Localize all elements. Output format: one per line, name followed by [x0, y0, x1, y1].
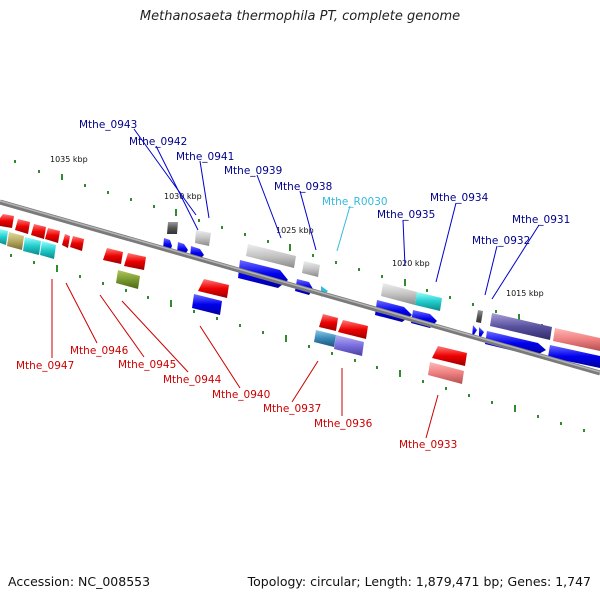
label-leader-lines — [51, 128, 540, 439]
gene-mthe-0941 — [195, 230, 211, 246]
gene-feature — [548, 345, 600, 368]
scale-label-1020: 1020 kbp — [392, 259, 430, 268]
gene-label-mthe-0941: Mthe_0941 — [176, 151, 234, 163]
scale-label-1035: 1035 kbp — [50, 155, 88, 164]
gene-labels-bottom: Mthe_0947 Mthe_0946 Mthe_0945 Mthe_0944 … — [16, 345, 457, 451]
gene-feature — [23, 237, 41, 255]
gene-mthe-0939 — [246, 244, 296, 268]
gene-label-mthe-0932: Mthe_0932 — [472, 235, 530, 247]
gene-mthe-0936 — [334, 335, 364, 356]
accession-text: Accession: NC_008553 — [8, 574, 151, 589]
tick-marks — [10, 160, 589, 432]
gene-feature — [428, 362, 464, 384]
gene-feature — [553, 328, 600, 351]
scale-label-1015: 1015 kbp — [506, 289, 544, 298]
gene-mthe-0944 — [116, 270, 140, 289]
gene-label-mthe-0931: Mthe_0931 — [512, 214, 570, 226]
gene-mthe-0931 — [490, 313, 552, 340]
gene-label-mthe-0945: Mthe_0945 — [118, 359, 176, 371]
gene-label-mthe-0934: Mthe_0934 — [430, 192, 489, 204]
gene-label-mthe-0939: Mthe_0939 — [224, 165, 282, 177]
gene-feature — [31, 224, 46, 239]
genome-backbone — [0, 199, 600, 376]
scale-label-1025: 1025 kbp — [276, 226, 314, 235]
gene-feature — [314, 330, 336, 347]
gene-label-mthe-0935: Mthe_0935 — [377, 209, 435, 221]
gene-label-mthe-0940: Mthe_0940 — [212, 389, 270, 401]
gene-feature — [485, 331, 546, 356]
gene-labels-top: Mthe_0943 Mthe_0942 Mthe_0941 Mthe_0939 … — [79, 119, 570, 247]
gene-label-mthe-0936: Mthe_0936 — [314, 418, 373, 430]
gene-mthe-0945 — [124, 253, 146, 270]
map-title: Methanosaeta thermophila PT, complete ge… — [139, 9, 461, 24]
gene-mthe-0932 — [476, 310, 483, 323]
gene-label-mthe-0947: Mthe_0947 — [16, 360, 74, 372]
gene-feature — [15, 219, 30, 234]
gene-feature — [7, 232, 24, 250]
gene-label-mthe-0946: Mthe_0946 — [70, 345, 129, 357]
gene-feature — [0, 229, 8, 245]
gene-label-mthe-r0030: Mthe_R0030 — [322, 196, 388, 208]
gene-mthe-0934 — [415, 292, 442, 311]
gene-feature — [40, 241, 56, 259]
gene-mthe-0938 — [302, 261, 320, 277]
gene-feature — [192, 294, 222, 315]
gene-label-mthe-0937: Mthe_0937 — [263, 403, 321, 415]
gene-label-mthe-0933: Mthe_0933 — [399, 439, 457, 451]
gene-mthe-0937 — [319, 314, 338, 331]
gene-mthe-0947 — [0, 214, 14, 228]
gene-mthe-0943 — [167, 222, 178, 234]
gene-mthe-0933 — [432, 346, 467, 366]
gene-mthe-0946 — [103, 248, 123, 264]
inner-ticks — [10, 254, 585, 432]
gene-feature — [62, 234, 70, 248]
gene-label-mthe-0943: Mthe_0943 — [79, 119, 137, 131]
gene-mthe-0935 — [381, 283, 417, 305]
gene-label-mthe-0942: Mthe_0942 — [129, 136, 187, 148]
gene-feature — [70, 236, 84, 251]
reverse-genes — [0, 214, 467, 384]
gene-feature — [45, 228, 60, 243]
genome-summary-text: Topology: circular; Length: 1,879,471 bp… — [247, 574, 591, 589]
gene-mthe-0940 — [198, 279, 229, 298]
gene-feature — [338, 320, 368, 339]
gene-label-mthe-0938: Mthe_0938 — [274, 181, 332, 193]
gene-label-mthe-0944: Mthe_0944 — [163, 374, 222, 386]
